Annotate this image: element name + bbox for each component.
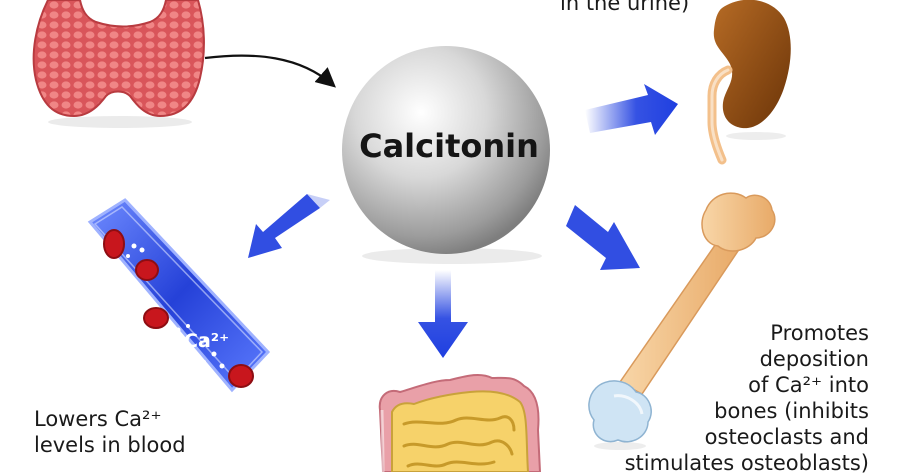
bone-text-line: Promotes <box>770 321 869 345</box>
kidney-text-line: in the urine) <box>560 0 690 15</box>
bone-text-line: bones (inhibits <box>714 399 869 423</box>
bone-text-line: deposition <box>759 347 869 371</box>
thyroid-to-calcitonin-arrow <box>204 54 336 88</box>
arrow-to-kidney <box>585 84 678 135</box>
blood-vessel-icon <box>87 198 271 393</box>
calcium-ion-dots <box>126 243 225 374</box>
blood-text-line: levels in blood <box>34 433 186 457</box>
blood-text-line: Lowers Ca²⁺ <box>34 407 162 431</box>
kidney-effect-text: in the urine) <box>560 0 689 16</box>
bone-text-line: osteoclasts and <box>704 425 869 449</box>
arrow-to-blood <box>248 194 330 258</box>
red-blood-cells <box>103 229 254 388</box>
bone-icon <box>588 192 776 450</box>
intestine-icon <box>378 373 542 472</box>
calcitonin-sphere <box>342 46 550 264</box>
bone-text-line: of Ca²⁺ into <box>748 373 869 397</box>
thyroid-gland-icon <box>32 0 205 128</box>
vessel-calcium-label: Ca²⁺ <box>184 330 230 352</box>
arrow-to-intestine <box>418 270 468 358</box>
kidney-icon <box>707 0 791 165</box>
bone-effect-text: Promotes deposition of Ca²⁺ into bones (… <box>625 320 869 476</box>
bone-text-line: stimulates osteoblasts) <box>624 451 869 475</box>
arrow-to-bone <box>566 205 640 270</box>
blood-effect-text: Lowers Ca²⁺ levels in blood <box>34 406 186 458</box>
calcitonin-label: Calcitonin <box>359 127 539 165</box>
